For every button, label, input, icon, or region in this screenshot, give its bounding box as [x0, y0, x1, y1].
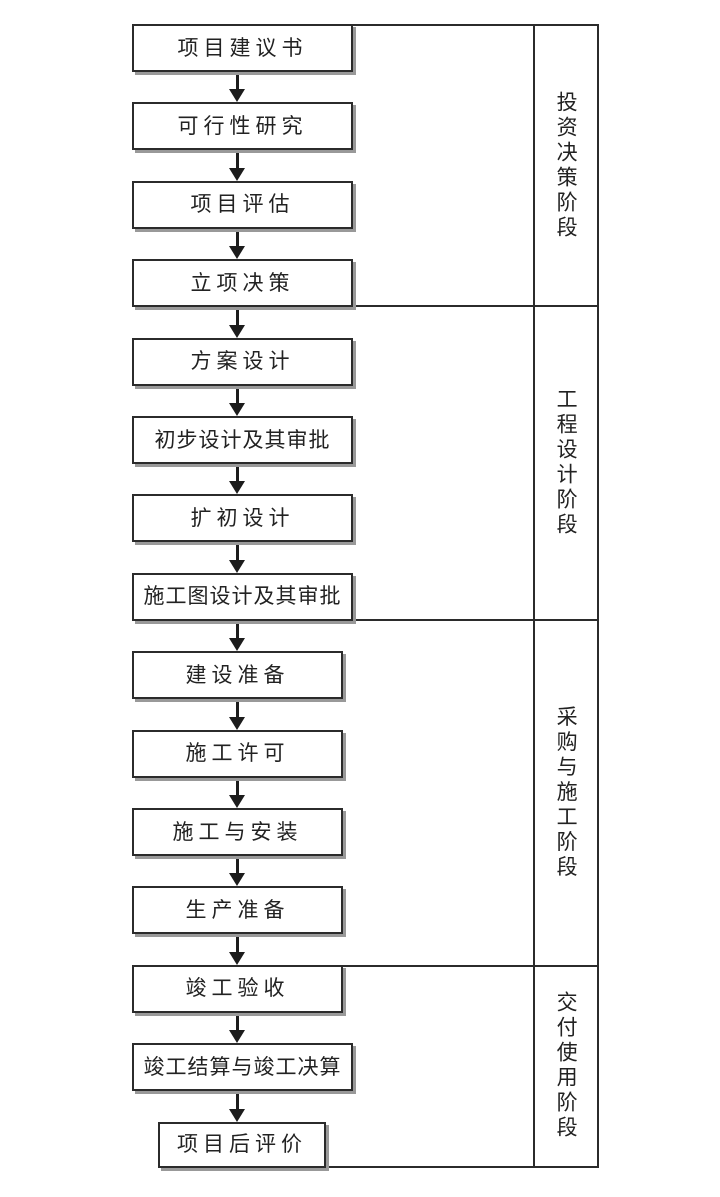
down-arrow-icon	[229, 873, 245, 887]
down-arrow-stem	[235, 698, 239, 719]
phase-column-right-border	[597, 24, 599, 1168]
phase-divider-line	[351, 24, 599, 26]
down-arrow-icon	[229, 167, 245, 181]
down-arrow-icon	[229, 1108, 245, 1122]
down-arrow-stem	[235, 71, 239, 92]
down-arrow-icon	[229, 324, 245, 338]
stage-box: 建设准备	[132, 651, 343, 700]
phase-divider-line	[158, 1165, 599, 1168]
down-arrow-stem	[235, 541, 239, 562]
stage-box: 扩初设计	[132, 494, 353, 543]
down-arrow-stem	[235, 933, 239, 954]
stage-box: 项目评估	[132, 180, 353, 229]
stage-label: 建设准备	[185, 662, 290, 687]
stage-label: 竣工结算与竣工决算	[143, 1054, 342, 1079]
down-arrow-icon	[229, 403, 245, 416]
down-arrow-icon	[229, 559, 245, 573]
stage-box: 初步设计及其审批	[132, 416, 353, 464]
stage-box: 项目后评价	[158, 1121, 326, 1168]
stage-label: 项目评估	[190, 192, 295, 217]
phase-label-text: 采购与施工阶段	[554, 705, 579, 881]
down-arrow-icon	[229, 89, 245, 103]
down-arrow-icon	[229, 795, 245, 808]
phase-divider-line	[341, 964, 599, 967]
stage-box: 可行性研究	[132, 102, 353, 151]
stage-box: 竣工结算与竣工决算	[132, 1043, 353, 1092]
down-arrow-icon	[229, 481, 245, 495]
phase-label: 采购与施工阶段	[535, 705, 597, 880]
stage-box: 生产准备	[132, 886, 343, 935]
stage-label: 项目后评价	[177, 1132, 307, 1157]
down-arrow-stem	[235, 306, 239, 327]
down-arrow-stem	[235, 149, 239, 170]
stage-box: 方案设计	[132, 337, 353, 386]
stage-box: 施工许可	[132, 729, 343, 778]
stage-label: 生产准备	[185, 897, 290, 922]
stage-label: 方案设计	[190, 349, 295, 374]
down-arrow-stem	[235, 855, 239, 876]
phase-label-text: 投资决策阶段	[554, 90, 579, 241]
down-arrow-stem	[235, 776, 239, 797]
stage-label: 施工图设计及其审批	[143, 584, 342, 609]
phase-label: 投资决策阶段	[535, 91, 597, 241]
stage-label: 初步设计及其审批	[154, 427, 331, 452]
stage-label: 项目建议书	[177, 35, 308, 60]
stage-box: 立项决策	[132, 259, 353, 308]
phase-label: 交付使用阶段	[535, 991, 597, 1141]
down-arrow-icon	[229, 1030, 245, 1044]
stage-label: 施工许可	[185, 741, 290, 766]
down-arrow-stem	[235, 384, 239, 405]
down-arrow-icon	[229, 716, 245, 730]
phase-label-text: 交付使用阶段	[554, 991, 579, 1142]
down-arrow-stem	[235, 1011, 239, 1033]
stage-label: 可行性研究	[177, 113, 308, 138]
phase-label: 工程设计阶段	[535, 388, 597, 538]
down-arrow-icon	[229, 246, 245, 260]
down-arrow-stem	[235, 463, 239, 484]
phase-divider-line	[351, 305, 599, 308]
stage-label: 施工与安装	[172, 819, 303, 844]
down-arrow-stem	[235, 619, 239, 641]
stage-box: 项目建议书	[132, 24, 353, 72]
stage-label: 扩初设计	[190, 505, 295, 530]
down-arrow-icon	[229, 638, 245, 652]
stage-box: 施工图设计及其审批	[132, 572, 353, 621]
phase-column-left-border	[533, 24, 535, 1168]
stage-box: 施工与安装	[132, 808, 343, 856]
stage-label: 竣工验收	[185, 976, 290, 1001]
down-arrow-stem	[235, 227, 239, 249]
phase-divider-line	[351, 618, 599, 621]
phase-label-text: 工程设计阶段	[554, 388, 579, 538]
down-arrow-stem	[235, 1090, 239, 1111]
down-arrow-icon	[229, 951, 245, 965]
stage-label: 立项决策	[190, 270, 295, 295]
stage-box: 竣工验收	[132, 964, 343, 1013]
